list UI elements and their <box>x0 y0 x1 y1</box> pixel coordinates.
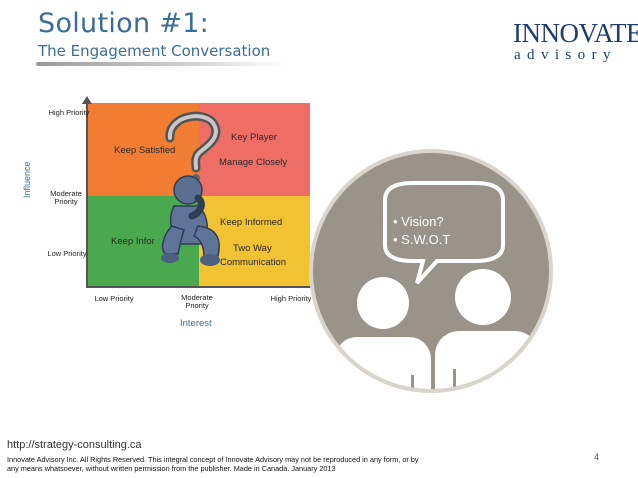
slide-title: Solution #1: <box>38 8 210 39</box>
conversation-people-icon <box>309 149 553 393</box>
x-axis-title: Interest <box>180 318 212 329</box>
quadrant-label: Keep Satisfied <box>114 145 176 156</box>
slide-subtitle: The Engagement Conversation <box>38 42 271 60</box>
quadrant-label: Keep Infor <box>111 236 155 247</box>
y-axis-line <box>86 100 88 288</box>
x-tick-moderate: Moderate Priority <box>181 293 213 310</box>
title-underline <box>36 62 286 66</box>
y-tick-moderate: Moderate Priority <box>50 189 82 206</box>
y-axis-arrow-icon <box>82 96 92 104</box>
legal-line-2: any means whatsoever, without written pe… <box>7 464 336 473</box>
thinker-question-icon <box>161 111 221 266</box>
y-axis-title: Influence <box>22 161 32 198</box>
logo-wordmark: INNOVATE <box>513 18 638 48</box>
x-tick-high: High Priority <box>270 294 312 303</box>
footer-url: http://strategy-consulting.ca <box>7 439 142 451</box>
quadrant-label: Manage Closely <box>219 157 288 168</box>
y-tick-low: Low Priority <box>47 249 87 258</box>
x-tick-low: Low Priority <box>94 294 134 303</box>
quadrant-label: Two Way <box>233 243 272 254</box>
bubble-item-vision: • Vision? <box>393 214 444 229</box>
footer-legal: Innovate Advisory Inc. All Rights Reserv… <box>7 455 507 473</box>
quadrant-label: Keep Informed <box>220 217 283 228</box>
stakeholder-matrix: Keep Satisfied Key Player Manage Closely… <box>88 103 310 286</box>
quadrant-label: Communication <box>220 257 286 268</box>
quadrant-key-player <box>199 103 310 196</box>
legal-line-1: Innovate Advisory Inc. All Rights Reserv… <box>7 455 419 464</box>
quadrant-label: Key Player <box>231 132 277 143</box>
logo-subtext: advisory <box>514 47 617 63</box>
x-axis-line <box>86 286 314 288</box>
y-tick-high: High Priority <box>48 108 90 117</box>
bubble-item-swot: • S.W.O.T <box>393 232 451 247</box>
page-number: 4 <box>594 452 600 462</box>
